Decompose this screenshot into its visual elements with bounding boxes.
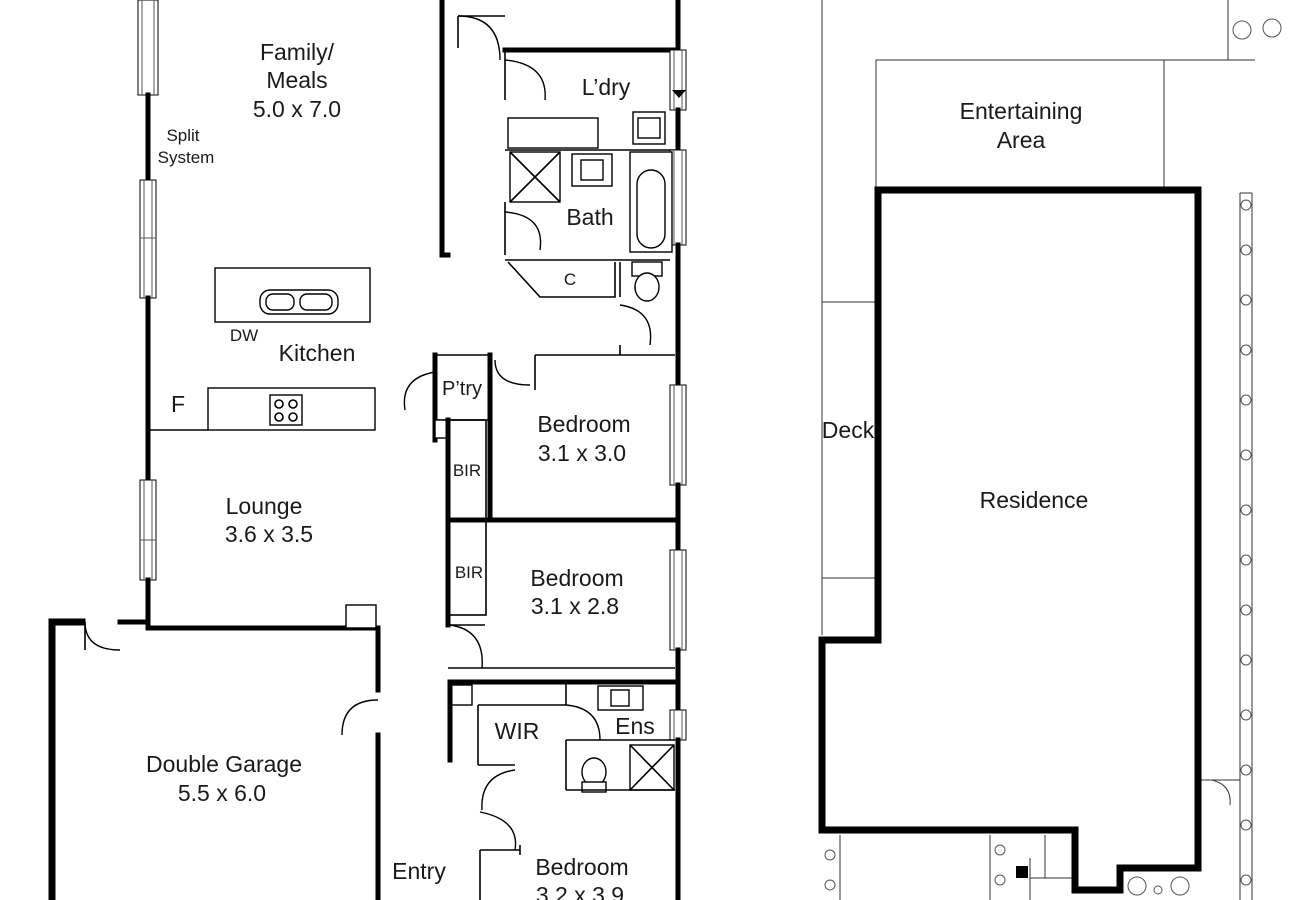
door-swing xyxy=(449,624,483,669)
lounge-label: Lounge xyxy=(226,493,303,519)
door-swing xyxy=(504,59,546,101)
wall-recess xyxy=(345,604,377,629)
deck-label: Deck xyxy=(822,417,875,443)
door-swing xyxy=(504,211,542,251)
cooktop-icon xyxy=(269,394,303,426)
wir-label: WIR xyxy=(495,718,540,744)
door-swing xyxy=(84,621,121,651)
fridge-label: F xyxy=(171,391,185,417)
lounge-size: 3.6 x 3.5 xyxy=(225,521,313,547)
bath-label: Bath xyxy=(566,204,613,230)
family-meals-label-2: Meals xyxy=(266,67,327,93)
residence-label: Residence xyxy=(980,487,1089,513)
laundry-bench xyxy=(507,117,599,149)
laundry-label: L’dry xyxy=(582,74,631,100)
family-meals-size: 5.0 x 7.0 xyxy=(253,96,341,122)
door-swing xyxy=(341,699,379,736)
floor-plan xyxy=(48,0,687,900)
site-plan xyxy=(818,0,1282,900)
cupboard-label: C xyxy=(564,270,576,289)
pantry-label: P’try xyxy=(442,378,482,400)
toilet-icon xyxy=(634,272,660,302)
garage-label: Double Garage xyxy=(146,751,302,777)
room-labels: Family/ Meals 5.0 x 7.0 Split System DW … xyxy=(146,39,1088,900)
door-swing xyxy=(457,15,501,61)
bedroom-1-label: Bedroom xyxy=(537,411,630,437)
garage-size: 5.5 x 6.0 xyxy=(178,780,266,806)
split-system-label-2: System xyxy=(158,148,215,167)
dishwasher-label: DW xyxy=(230,326,258,345)
bedroom-2-label: Bedroom xyxy=(530,565,623,591)
entertaining-area xyxy=(875,59,1165,189)
door-swing xyxy=(619,304,652,346)
door-swing xyxy=(565,704,601,741)
door-swing xyxy=(481,769,516,811)
bir-2-label: BIR xyxy=(455,563,483,582)
door-swing xyxy=(403,371,436,411)
door-swing xyxy=(479,811,517,851)
bir-1-label: BIR xyxy=(453,461,481,480)
window xyxy=(139,479,157,581)
window xyxy=(139,179,157,299)
bedroom-3-size: 3.2 x 3.9 xyxy=(536,882,624,900)
east-wall xyxy=(669,0,687,900)
family-meals-label-1: Family/ xyxy=(260,39,335,65)
ensuite-label: Ens xyxy=(615,713,655,739)
landscaping-shrubs xyxy=(824,18,1282,896)
bedroom-3-label: Bedroom xyxy=(535,854,628,880)
window xyxy=(137,0,159,96)
bedroom-2-size: 3.1 x 2.8 xyxy=(531,593,619,619)
entertaining-area-label-1: Entertaining xyxy=(960,98,1083,124)
door-swing xyxy=(494,359,531,386)
west-wall xyxy=(137,0,159,631)
kitchen-label: Kitchen xyxy=(279,340,356,366)
entertaining-area-label-2: Area xyxy=(997,127,1046,153)
entry-label: Entry xyxy=(392,858,446,884)
split-system-label-1: Split xyxy=(166,126,199,145)
bedroom-1-size: 3.1 x 3.0 xyxy=(538,440,626,466)
residence-outline xyxy=(818,186,1202,894)
